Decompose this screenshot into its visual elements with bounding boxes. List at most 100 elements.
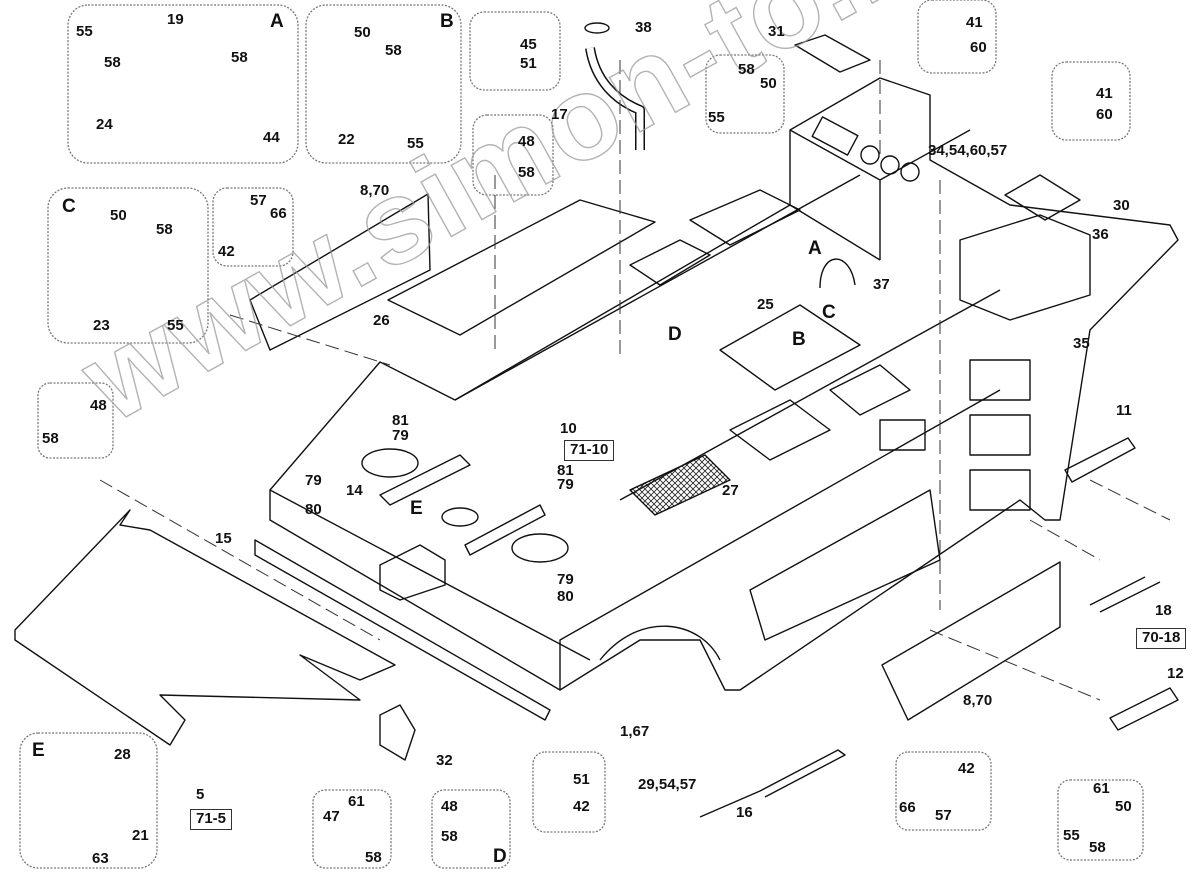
floor-plate-5 — [14, 509, 396, 746]
part-label: 58 — [42, 430, 59, 447]
bumper — [254, 539, 551, 721]
plate-870-lower — [881, 561, 1061, 721]
plate-870-upper — [249, 193, 431, 351]
part-label: 80 — [305, 501, 322, 518]
cover-32 — [379, 704, 416, 761]
part-label: 42 — [218, 243, 235, 260]
detail-d-letter: D — [493, 846, 507, 867]
part-label: 41 — [1096, 85, 1113, 102]
part-label: 24 — [96, 116, 113, 133]
part-label: 44 — [263, 129, 280, 146]
part-label: 27 — [722, 482, 739, 499]
opening-4 — [829, 364, 911, 416]
part-label: 58 — [104, 54, 121, 71]
part-label: 66 — [899, 799, 916, 816]
ref-71-10[interactable]: 71-10 — [564, 440, 615, 461]
part-label: 50 — [1115, 798, 1132, 815]
part-label: 37 — [873, 276, 890, 293]
part-label: 26 — [373, 312, 390, 329]
step-12 — [1109, 687, 1179, 731]
part-label: 57 — [935, 807, 952, 824]
detail-b-letter: B — [440, 11, 454, 32]
part-label: 79 — [557, 476, 574, 493]
left-wall — [269, 489, 591, 661]
part-label: 57 — [250, 192, 267, 209]
part-label: 29,54,57 — [638, 776, 697, 793]
part-label: 55 — [76, 23, 93, 40]
part-label: 48 — [90, 397, 107, 414]
part-label: 58 — [385, 42, 402, 59]
part-label: 42 — [958, 760, 975, 777]
part-label: 55 — [1063, 827, 1080, 844]
side-wall — [559, 389, 1001, 690]
part-label: 8,70 — [963, 692, 993, 709]
part-label: 51 — [573, 771, 590, 788]
part-label: 22 — [338, 131, 355, 148]
part-label: 34,54,60,57 — [928, 142, 1008, 159]
bracket-e — [379, 544, 446, 601]
cover-31 — [794, 34, 871, 73]
ref-70-18[interactable]: 70-18 — [1136, 628, 1187, 649]
part-label: 38 — [635, 19, 652, 36]
ref-71-5[interactable]: 71-5 — [190, 809, 233, 830]
part-label: 5 — [196, 786, 205, 803]
part-label: 14 — [346, 482, 363, 499]
part-label: 48 — [518, 133, 535, 150]
part-label: 19 — [167, 11, 184, 28]
part-label: 55 — [407, 135, 424, 152]
beam-2 — [464, 504, 546, 556]
marker-d: D — [668, 324, 682, 345]
marker-a: A — [808, 238, 822, 259]
bracket-18 — [1089, 576, 1161, 613]
part-label: 42 — [573, 798, 590, 815]
console — [789, 129, 971, 261]
part-label: 79 — [557, 571, 574, 588]
part-label: 50 — [760, 75, 777, 92]
marker-e: E — [410, 498, 423, 519]
part-label: 60 — [1096, 106, 1113, 123]
part-label: 81 — [557, 462, 574, 479]
part-label: 81 — [392, 412, 409, 429]
part-label: 15 — [215, 530, 232, 547]
part-label: 80 — [557, 588, 574, 605]
marker-c: C — [822, 302, 836, 323]
part-label: 28 — [114, 746, 131, 763]
opening-3 — [729, 399, 831, 461]
part-label: 16 — [736, 804, 753, 821]
part-label: 12 — [1167, 665, 1184, 682]
marker-b: B — [792, 329, 806, 350]
part-label: 30 — [1113, 197, 1130, 214]
deck-top-edge — [454, 174, 861, 401]
part-label: 11 — [1116, 402, 1132, 419]
part-label: 47 — [323, 808, 340, 825]
tank-36 — [959, 214, 1091, 321]
part-label: 10 — [560, 420, 577, 437]
part-label: 8,70 — [360, 182, 390, 199]
part-label: 58 — [365, 849, 382, 866]
ring-38 — [584, 22, 610, 34]
part-label: 31 — [768, 23, 785, 40]
detail-a-letter: A — [270, 11, 284, 32]
mesh-27 — [629, 454, 731, 516]
part-label: 55 — [708, 109, 725, 126]
part-label: 79 — [392, 427, 409, 444]
part-label: 58 — [156, 221, 173, 238]
part-label: 61 — [1093, 780, 1110, 797]
panel-25 — [719, 304, 861, 391]
part-label: 21 — [132, 827, 149, 844]
part-label: 60 — [970, 39, 987, 56]
part-label: 58 — [231, 49, 248, 66]
part-label: 17 — [551, 106, 568, 123]
part-label: 79 — [305, 472, 322, 489]
part-label: 63 — [92, 850, 109, 867]
part-label: 58 — [1089, 839, 1106, 856]
cover-30 — [1004, 174, 1081, 221]
part-label: 36 — [1092, 226, 1109, 243]
detail-c-letter: C — [62, 196, 76, 217]
part-label: 50 — [110, 207, 127, 224]
part-label: 18 — [1155, 602, 1172, 619]
part-label: 58 — [518, 164, 535, 181]
wheel-arch — [599, 625, 721, 661]
